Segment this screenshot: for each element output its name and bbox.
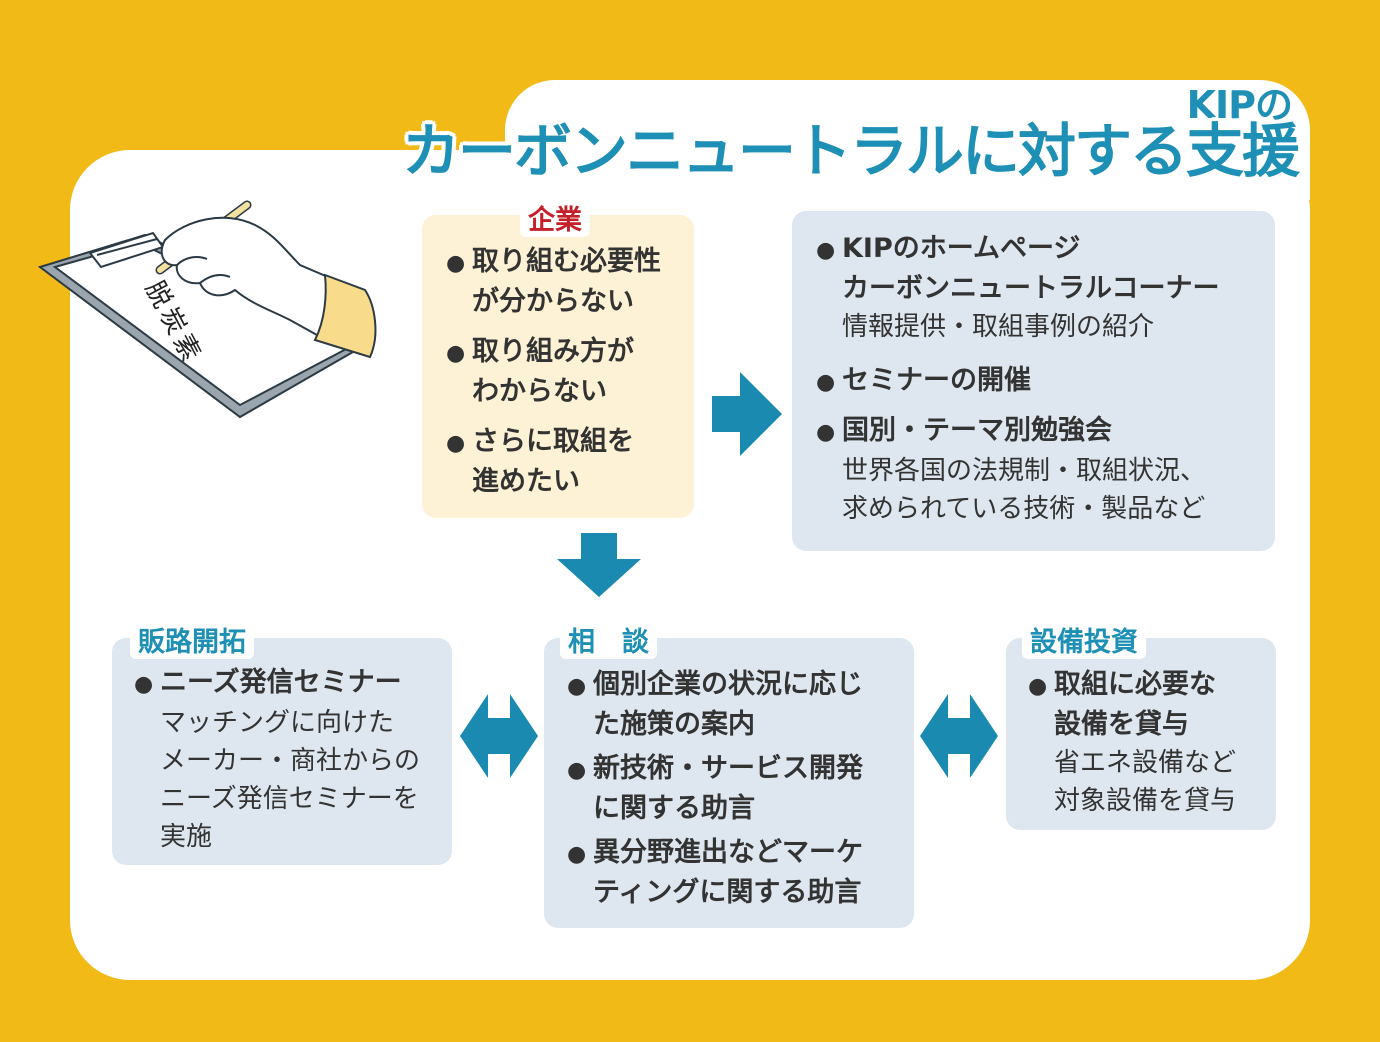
sales-label: 販路開拓 [130,620,254,659]
company-label: 企業 [520,198,590,237]
double-arrow-icon [460,694,538,778]
consult-label: 相 談 [560,620,657,659]
kip-support-item: ●KIPのホームページ カーボンニュートラルコーナー 情報提供・取組事例の紹介 [816,233,1220,342]
sales-box [112,638,452,865]
consult-item: ●異分野進出などマーケ ティングに関する助言 [567,837,863,908]
equipment-item: ●取組に必要な 設備を貸与 省エネ設備など 対象設備を貸与 [1028,669,1237,816]
consult-item: ●新技術・サービス開発 に関する助言 [567,753,863,824]
page-title: カーボンニュートラルに対する支援 [401,117,1300,185]
kip-support-box [792,211,1275,551]
equipment-label: 設備投資 [1022,620,1146,659]
sales-item: ●ニーズ発信セミナー マッチングに向けた メーカー・商社からの ニーズ発信セミナ… [134,667,421,852]
company-item: ●取り組み方が わからない [446,336,634,407]
double-arrow-icon [920,694,998,778]
company-item: ●取り組む必要性 が分からない [446,246,661,317]
consult-box [544,638,914,928]
clipboard-writing-illustration: 脱炭素 [37,200,377,419]
page-subtitle: KIPの [1186,83,1293,127]
kip-support-item: ●国別・テーマ別勉強会 世界各国の法規制・取組状況、 求められている技術・製品な… [816,415,1207,524]
arrow-down-icon [557,533,641,597]
consult-item: ●個別企業の状況に応じ た施策の案内 [567,669,863,740]
title-tab [505,80,1310,200]
kip-support-item: ●セミナーの開催 [816,365,1031,396]
arrow-right-icon [712,372,782,456]
equipment-box [1006,638,1276,830]
company-item: ●さらに取組を 進めたい [446,426,634,497]
company-box [422,215,694,518]
